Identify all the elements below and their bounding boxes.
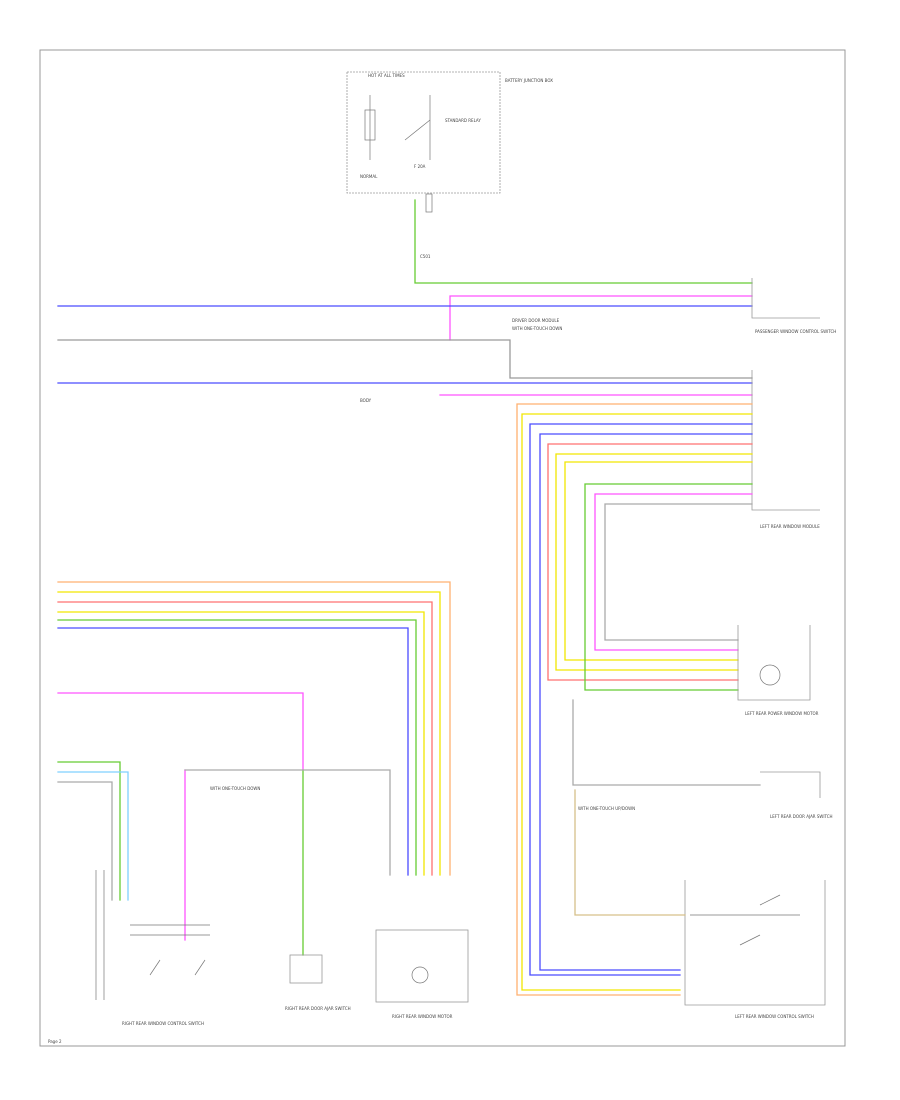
note-right: WITH ONE-TOUCH UP/DOWN [578,806,635,811]
fuse-box-title: HOT AT ALL TIMES [368,73,405,78]
wire-pink-top [449,295,753,341]
fuse-box-name: BATTERY JUNCTION BOX [505,78,553,83]
left-rear-motor-label: LEFT REAR POWER WINDOW MOTOR [745,711,819,716]
left-door-ajar-label: LEFT REAR DOOR AJAR SWITCH [770,814,833,819]
note-left: WITH ONE-TOUCH DOWN [512,326,562,331]
wire-label-feed: C501 [420,254,431,259]
left-rear-module-outline [751,370,820,511]
fuse-label: F 20A [414,164,426,169]
sheet-tag: Page 2 [48,1039,62,1044]
right-rear-wire-bundle [57,581,451,956]
left-rear-motor-box [737,625,811,701]
right-rear-motor-box [375,929,469,1003]
bcm-label: DRIVER DOOR MODULE [512,318,560,323]
wire-door-ajar-left [572,699,761,786]
passenger-module-outline [751,278,820,319]
wire-green-feed [414,199,753,284]
right-door-ajar-box [289,954,323,984]
right-rear-motor-label: RIGHT REAR WINDOW MOTOR [392,1014,453,1019]
right-rear-switch: RIGHT REAR WINDOW CONTROL SWITCH [95,870,210,1026]
note-one-touch: WITH ONE-TOUCH DOWN [210,786,260,791]
left-note: BODY [360,398,372,403]
relay-pin: NORMAL [360,174,378,179]
left-rear-module-label: LEFT REAR WINDOW MODULE [760,524,820,529]
wire-tan-left-switch [574,789,686,916]
left-rear-wire-bundle [516,403,753,996]
fuse-box: HOT AT ALL TIMES BATTERY JUNCTION BOX ST… [346,71,553,213]
left-rear-switch-label: LEFT REAR WINDOW CONTROL SWITCH [735,1014,814,1019]
right-rear-switch-label: RIGHT REAR WINDOW CONTROL SWITCH [122,1021,204,1026]
right-door-ajar-label: RIGHT REAR DOOR AJAR SWITCH [285,1006,351,1011]
relay-label: STANDARD RELAY [445,118,481,123]
passenger-module-label: PASSENGER WINDOW CONTROL SWITCH [755,329,836,334]
diagram-frame [39,49,846,1047]
left-door-ajar-box [760,771,821,798]
left-rear-switch-box [684,880,826,1006]
wire-grey-top [57,339,753,379]
